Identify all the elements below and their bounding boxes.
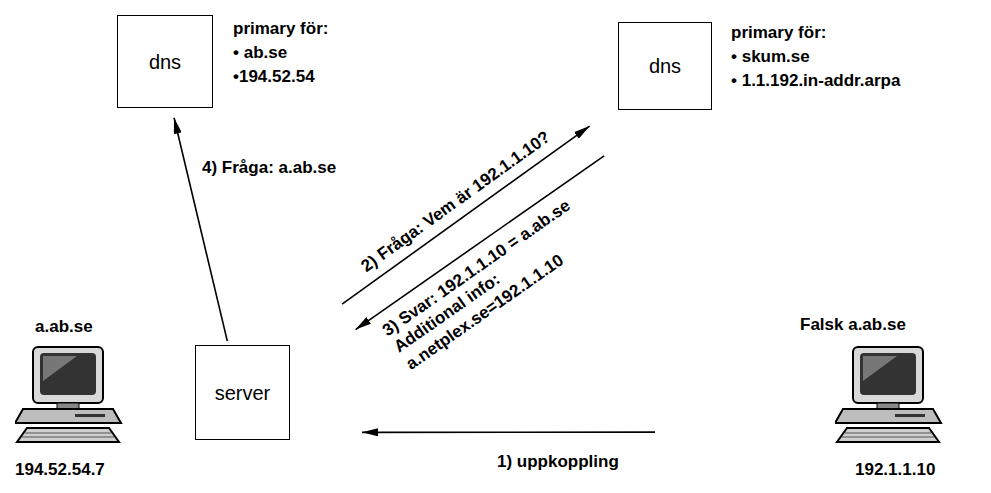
- dns-server-box: dnsprimary för:• skum.se• 1.1.192.in-add…: [618, 22, 712, 110]
- computer: a.ab.se194.52.54.7: [15, 345, 125, 445]
- node-label: primary för:: [233, 19, 328, 39]
- dns-server-box: dnsprimary för:• ab.se•194.52.54: [117, 15, 213, 108]
- node-label: a.ab.se: [35, 317, 93, 337]
- node-label: 194.52.54.7: [15, 460, 105, 480]
- node-title: dns: [649, 54, 681, 78]
- message-arrow: [174, 118, 227, 341]
- edge-label: 3) Svar: 192.1.1.10 = a.ab.se Additional…: [377, 175, 628, 376]
- node-title: server: [215, 381, 271, 405]
- computer-icon: [15, 347, 121, 442]
- message-arrow: [362, 431, 655, 433]
- node-label: 192.1.1.10: [855, 460, 935, 480]
- node-title: dns: [149, 50, 181, 74]
- node-label: • 1.1.192.in-addr.arpa: [731, 71, 900, 91]
- edge-label: 1) uppkoppling: [495, 452, 621, 472]
- computer: Falsk a.ab.se192.1.1.10: [835, 345, 945, 445]
- server-box: server: [195, 345, 290, 440]
- node-label: • ab.se: [233, 43, 287, 63]
- edge-label: 4) Fråga: a.ab.se: [200, 158, 338, 178]
- node-label: •194.52.54: [233, 67, 315, 87]
- computer-icon: [835, 347, 941, 442]
- node-label: primary för:: [731, 23, 826, 43]
- node-label: • skum.se: [731, 47, 810, 67]
- node-label: Falsk a.ab.se: [800, 315, 906, 335]
